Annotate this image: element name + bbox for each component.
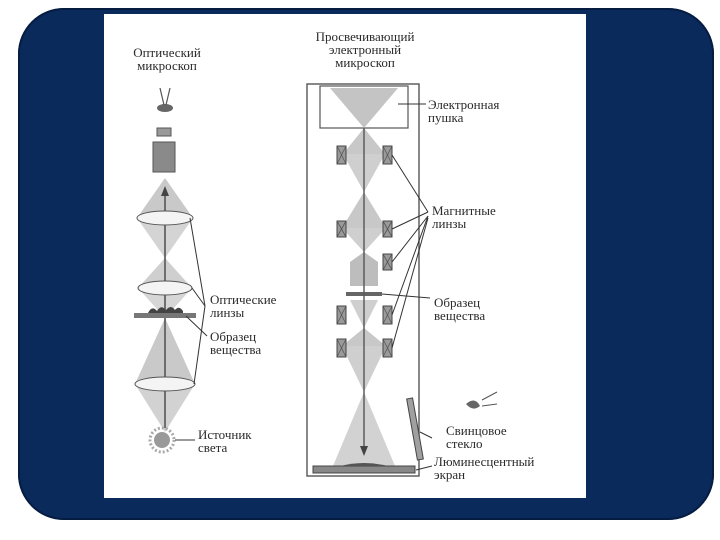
electron-specimen-line2: вещества: [434, 308, 486, 323]
leader-line: [415, 465, 433, 471]
eye-icon: [466, 400, 480, 409]
fluorescent-screen-line2: экран: [434, 467, 466, 482]
optical-lens-middle: [137, 280, 193, 296]
leader-line: [381, 293, 431, 299]
magnetic-lenses-label: Магнитные линзы: [432, 204, 496, 230]
electron-gun-label: Электронная пушка: [428, 98, 499, 124]
light-source-icon: [154, 432, 170, 448]
leader-line: [419, 431, 433, 439]
leader-line: [191, 287, 206, 307]
eyepiece-tube: [152, 141, 176, 173]
optical-lenses-line1: Оптические: [210, 292, 277, 307]
leader-line: [189, 217, 206, 307]
leader-line: [391, 154, 429, 213]
electron-gun-beam: [330, 88, 398, 128]
magnetic-lenses-line1: Магнитные: [432, 203, 496, 218]
optical-lenses-label: Оптические линзы: [210, 293, 276, 319]
optical-specimen-label: Образец вещества: [210, 330, 261, 356]
leader-line: [391, 215, 429, 263]
lead-glass: [406, 397, 424, 461]
electron-microscope: [306, 83, 498, 477]
optical-specimen-line2: вещества: [210, 342, 262, 357]
em-column: [306, 83, 420, 477]
optical-axis-arrow: [161, 186, 169, 196]
lead-glass-line2: стекло: [446, 436, 483, 451]
eye-icon: [157, 104, 173, 112]
electron-specimen-label: Образец вещества: [434, 296, 485, 322]
optical-title-line1: Оптический: [133, 45, 201, 60]
optical-specimen-line1: Образец: [210, 329, 257, 344]
leader-line: [391, 211, 429, 230]
eyepiece-cap: [156, 127, 172, 137]
optical-title: Оптический микроскоп: [122, 46, 212, 72]
leader-line: [391, 217, 429, 349]
optical-microscope: [134, 87, 208, 454]
light-source-line1: Источник: [198, 427, 252, 442]
optical-title-line2: микроскоп: [137, 58, 197, 73]
beam-axis-arrow: [360, 446, 368, 456]
fluorescent-screen: [312, 465, 416, 474]
electron-title-line3: микроскоп: [335, 55, 395, 70]
electron-title-line1: Просвечивающий: [315, 29, 415, 44]
electron-specimen-line1: Образец: [434, 295, 481, 310]
optical-specimen-stage: [134, 313, 196, 318]
fluorescent-screen-line1: Люминесцентный: [434, 454, 535, 469]
lead-glass-label: Свинцовое стекло: [446, 424, 507, 450]
optical-lens-lower: [134, 376, 196, 392]
leader-line: [391, 215, 429, 316]
fluorescent-screen-label: Люминесцентный экран: [434, 455, 534, 481]
optical-lens-upper: [136, 210, 194, 226]
light-source-line2: света: [198, 440, 228, 455]
magnetic-lenses-line2: линзы: [432, 216, 467, 231]
electron-gun-line2: пушка: [428, 110, 464, 125]
optical-specimen: [148, 307, 183, 313]
electron-title: Просвечивающий электронный микроскоп: [300, 30, 430, 69]
electron-gun-line1: Электронная: [428, 97, 500, 112]
light-source-label: Источник света: [198, 428, 252, 454]
leader-line: [185, 315, 208, 337]
leader-line: [193, 305, 206, 385]
lead-glass-line1: Свинцовое: [446, 423, 507, 438]
optical-lenses-line2: линзы: [210, 305, 245, 320]
electron-title-line2: электронный: [328, 42, 402, 57]
